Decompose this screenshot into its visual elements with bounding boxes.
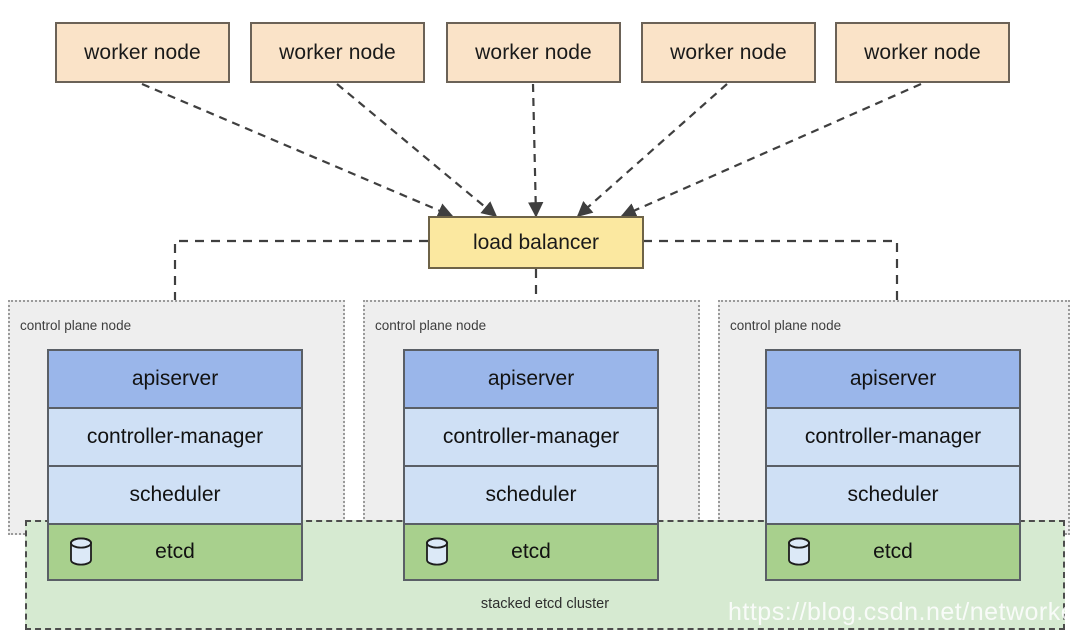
- control-plane-stack-2: apiserver controller-manager scheduler e…: [403, 349, 659, 581]
- database-cylinder-icon: [70, 537, 92, 566]
- component-controller-manager-1[interactable]: controller-manager: [47, 407, 303, 465]
- component-etcd-3[interactable]: etcd: [765, 523, 1021, 581]
- load-balancer-label: load balancer: [472, 230, 600, 254]
- component-scheduler-3-label: scheduler: [847, 483, 939, 506]
- component-apiserver-2-label: apiserver: [487, 367, 575, 390]
- control-plane-stack-1: apiserver controller-manager scheduler e…: [47, 349, 303, 581]
- stacked-etcd-cluster-label: stacked etcd cluster: [480, 596, 610, 612]
- edge-worker1-to-lb: [141, 82, 454, 218]
- worker-node-3[interactable]: worker node: [446, 22, 621, 83]
- component-etcd-2-label: etcd: [511, 540, 551, 563]
- edge-worker4-to-lb: [576, 83, 728, 218]
- component-apiserver-1-label: apiserver: [131, 367, 219, 390]
- component-etcd-1-label: etcd: [155, 540, 195, 563]
- edge-worker5-to-lb: [620, 82, 922, 218]
- component-apiserver-1[interactable]: apiserver: [47, 349, 303, 407]
- worker-node-2-label: worker node: [279, 40, 396, 64]
- component-etcd-3-label: etcd: [873, 540, 913, 563]
- component-apiserver-3[interactable]: apiserver: [765, 349, 1021, 407]
- component-etcd-1[interactable]: etcd: [47, 523, 303, 581]
- edge-worker2-to-lb: [336, 83, 498, 217]
- control-plane-node-2-label: control plane node: [375, 318, 487, 333]
- worker-node-5[interactable]: worker node: [835, 22, 1010, 83]
- component-scheduler-1[interactable]: scheduler: [47, 465, 303, 523]
- database-cylinder-icon: [788, 537, 810, 566]
- component-etcd-2[interactable]: etcd: [403, 523, 659, 581]
- component-scheduler-3[interactable]: scheduler: [765, 465, 1021, 523]
- control-plane-node-3-label: control plane node: [730, 318, 842, 333]
- component-scheduler-1-label: scheduler: [129, 483, 221, 506]
- component-scheduler-2[interactable]: scheduler: [403, 465, 659, 523]
- worker-node-4[interactable]: worker node: [641, 22, 816, 83]
- worker-node-1[interactable]: worker node: [55, 22, 230, 83]
- component-controller-manager-1-label: controller-manager: [86, 425, 264, 448]
- component-controller-manager-2[interactable]: controller-manager: [403, 407, 659, 465]
- control-plane-node-1-label: control plane node: [20, 318, 132, 333]
- component-controller-manager-3-label: controller-manager: [804, 425, 982, 448]
- worker-node-5-label: worker node: [864, 40, 981, 64]
- edge-worker3-to-lb: [527, 83, 544, 218]
- component-scheduler-2-label: scheduler: [485, 483, 577, 506]
- worker-node-2[interactable]: worker node: [250, 22, 425, 83]
- component-controller-manager-2-label: controller-manager: [442, 425, 620, 448]
- worker-node-4-label: worker node: [670, 40, 787, 64]
- component-controller-manager-3[interactable]: controller-manager: [765, 407, 1021, 465]
- database-cylinder-icon: [426, 537, 448, 566]
- control-plane-stack-3: apiserver controller-manager scheduler e…: [765, 349, 1021, 581]
- component-apiserver-3-label: apiserver: [849, 367, 937, 390]
- watermark-text: https://blog.csdn.net/networke: [728, 598, 1076, 626]
- component-apiserver-2[interactable]: apiserver: [403, 349, 659, 407]
- worker-node-1-label: worker node: [84, 40, 201, 64]
- load-balancer-box[interactable]: load balancer: [428, 216, 644, 269]
- worker-node-3-label: worker node: [475, 40, 592, 64]
